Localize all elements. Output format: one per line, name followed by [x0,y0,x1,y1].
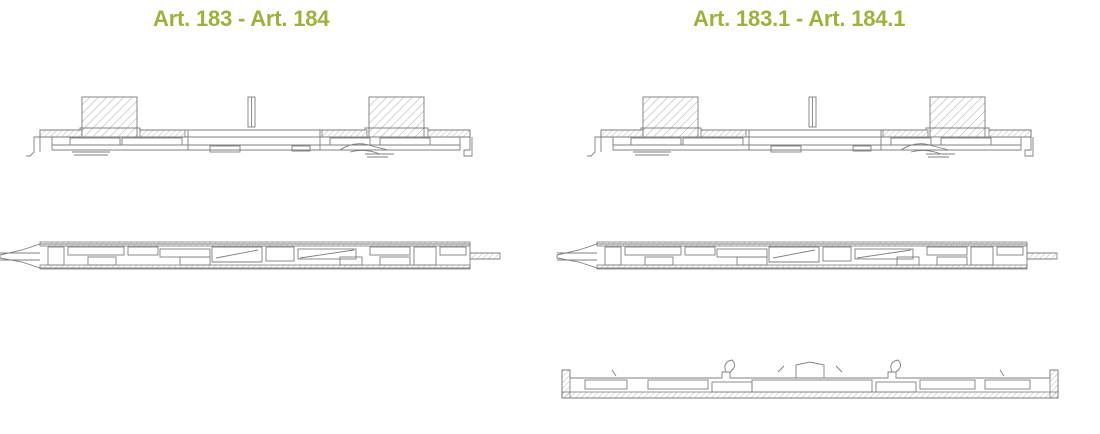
right-middle-profile [556,241,1058,270]
title-art-183-184: Art. 183 - Art. 184 [153,6,330,31]
title-art-183-1-184-1: Art. 183.1 - Art. 184.1 [693,6,906,31]
right-bottom-profile [561,359,1059,399]
left-top-profile [25,96,473,158]
left-middle-profile [0,241,501,270]
right-top-profile [586,96,1034,158]
